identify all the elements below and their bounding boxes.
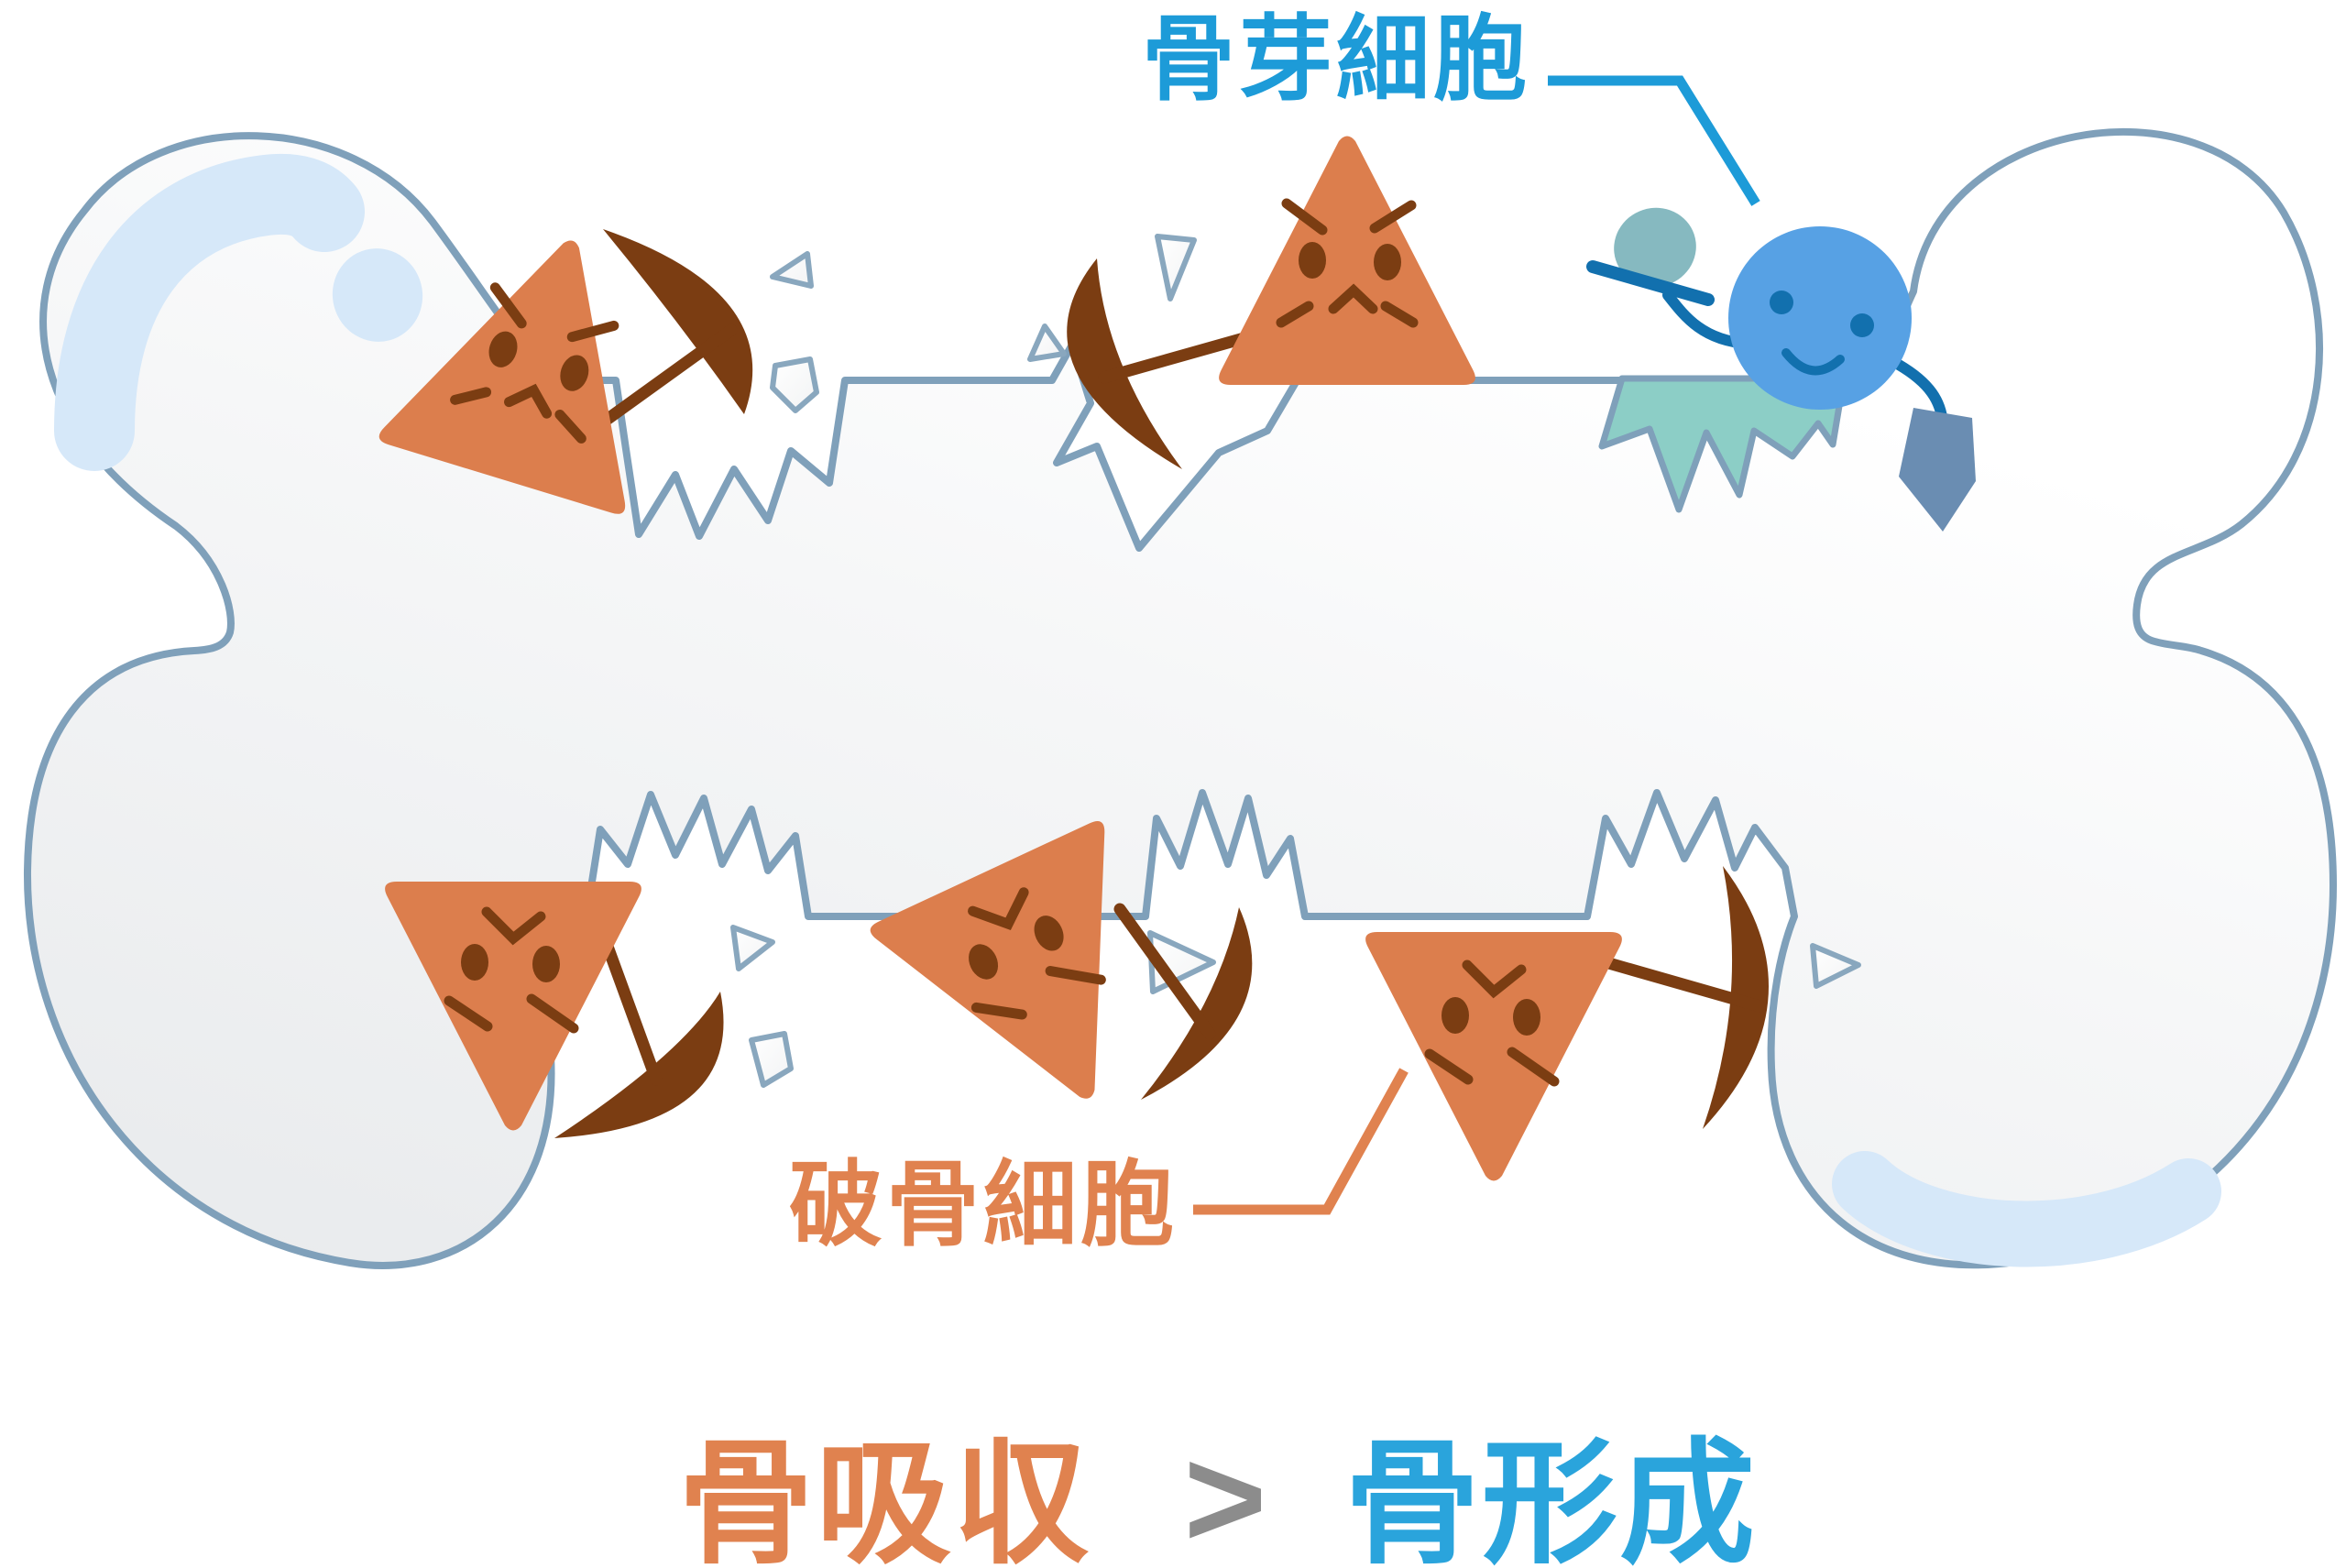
equation-left: 骨吸収 xyxy=(678,1429,1091,1568)
plaster-mound xyxy=(1614,207,1696,288)
osteoclast-label: 破骨細胞 xyxy=(789,1153,1178,1257)
osteoblast-eye-right xyxy=(1850,313,1874,337)
pickaxe-handle xyxy=(1599,956,1766,1013)
plaster-hawk-icon xyxy=(1586,260,1715,306)
osteoclast-character xyxy=(1067,136,1475,469)
pickaxe-handle xyxy=(1113,903,1216,1040)
bone-highlight-dot xyxy=(332,248,423,342)
osteoclast-leader-line xyxy=(1193,1068,1409,1215)
pickaxe-icon xyxy=(603,229,753,414)
pickaxe-icon xyxy=(1141,907,1253,1100)
pickaxe-icon xyxy=(554,992,724,1138)
bone-highlight-crescent xyxy=(54,153,365,471)
osteoblast-character xyxy=(1586,207,1976,532)
bone-fragment xyxy=(749,1031,794,1088)
pickaxe-handle xyxy=(600,323,738,426)
pickaxe-icon xyxy=(1067,258,1182,469)
new-bone-patch xyxy=(1598,375,1847,513)
equation-operator: > xyxy=(1184,1419,1267,1568)
osteoclast-character xyxy=(377,203,753,517)
bone-fragment xyxy=(770,251,814,289)
equation: 骨吸収 > 骨形成 xyxy=(678,1419,1757,1568)
osteoblast-leader-line xyxy=(1548,75,1760,206)
bone-fragment xyxy=(1810,943,1861,989)
equation-right: 骨形成 xyxy=(1344,1429,1757,1568)
osteoblast-smile xyxy=(1781,348,1845,376)
pickaxe-handle xyxy=(600,938,663,1086)
bone-fragment xyxy=(770,356,819,413)
pickaxe-handle xyxy=(1098,329,1260,384)
trowel-icon xyxy=(1899,408,1976,532)
osteoblast-label: 骨芽細胞 xyxy=(1142,7,1530,112)
osteoclast-character xyxy=(868,817,1253,1153)
osteoclast-character xyxy=(1365,866,1769,1181)
bone-fragment xyxy=(730,925,775,971)
bone-fragment xyxy=(1155,234,1197,302)
bone-fragment xyxy=(1027,323,1067,362)
osteoblast-body xyxy=(1728,226,1912,410)
osteoclast-character xyxy=(385,882,724,1138)
osteoblast-eye-left xyxy=(1770,291,1793,314)
bone-highlight-bottom-right xyxy=(1832,1151,2221,1267)
bone-fragments xyxy=(730,234,1861,1088)
